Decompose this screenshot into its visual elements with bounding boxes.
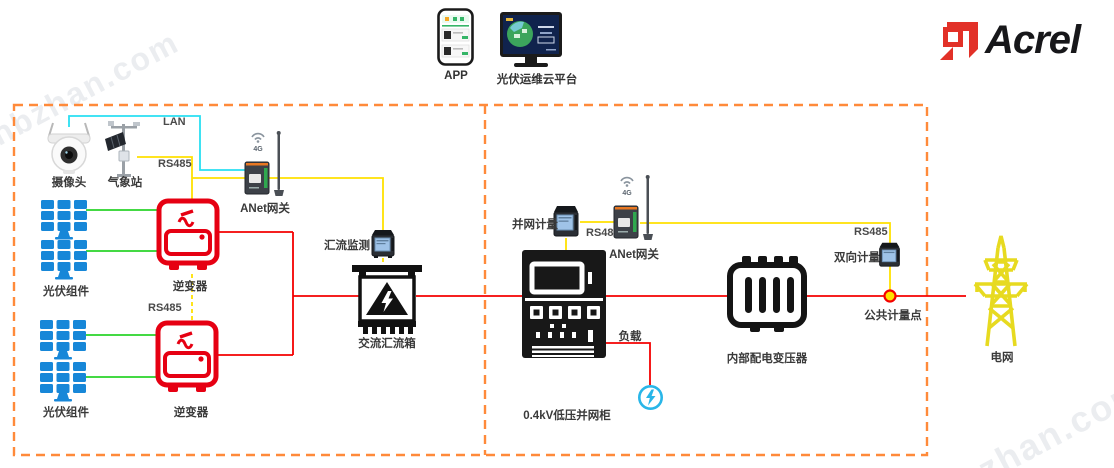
metering-point-dot (883, 289, 897, 303)
pv-array-bottom-label: 光伏组件 (43, 407, 89, 419)
transformer-label: 内部配电变压器 (726, 353, 808, 365)
svg-text:4G: 4G (253, 146, 263, 153)
cabinet-icon (522, 250, 606, 358)
gateway-1: 4G (243, 128, 285, 200)
grid-label: 电网 (990, 352, 1014, 364)
combiner-meter (368, 228, 398, 258)
gateway-icon: 4G (244, 131, 284, 196)
camera-icon (47, 122, 91, 174)
ac-line (216, 231, 360, 356)
inverter-1-label: 逆变器 (172, 281, 208, 293)
pv-array-top-label: 光伏组件 (43, 286, 89, 298)
monitor-icon (500, 12, 562, 67)
svg-text:4G: 4G (622, 190, 632, 197)
camera (40, 120, 98, 178)
cloud-platform-monitor (500, 12, 564, 70)
app-label: APP (444, 70, 468, 82)
phone-icon (437, 8, 474, 66)
inverter-1 (156, 198, 220, 276)
rs485-line (137, 156, 193, 202)
pv-panel (40, 362, 86, 402)
combiner-box-icon (352, 265, 422, 334)
grid-cabinet (522, 250, 606, 358)
bidirectional-meter (876, 241, 903, 268)
lan-line (68, 115, 246, 171)
transformer (722, 250, 812, 338)
pv-panel (41, 240, 87, 280)
acrel-logo-icon (940, 21, 978, 60)
transformer-icon (727, 256, 807, 332)
weather-station-label: 气象站 (107, 177, 143, 189)
weather-station-icon (105, 121, 140, 177)
combiner-box-label: 交流汇流箱 (358, 338, 416, 350)
inverter-icon (155, 320, 219, 392)
meter-icon (553, 206, 579, 237)
load (637, 384, 664, 411)
inverter-2-label: 逆变器 (173, 407, 209, 419)
rs485-label: RS485 (854, 226, 888, 238)
gateway-icon: 4G (613, 175, 653, 240)
meter-icon (879, 242, 900, 267)
combiner-meter-label: 汇流监测 (324, 240, 370, 252)
bidirectional-meter-label: 双向计量 (834, 252, 880, 264)
pv-panel (40, 320, 86, 360)
rs485-label: RS485 (158, 158, 192, 170)
tower-icon (973, 235, 1029, 347)
inverter-icon (156, 198, 220, 270)
zone-border (12, 103, 929, 457)
gateway-1-label: ANet网关 (240, 203, 290, 215)
meter-icon (371, 230, 395, 258)
rs485-line (640, 222, 891, 292)
grid-tower (963, 232, 1039, 348)
load-label: 负载 (618, 331, 642, 343)
rs485-label: RS485 (586, 227, 620, 239)
camera-label: 摄像头 (51, 177, 87, 189)
load-line (606, 342, 651, 385)
dc-line (86, 209, 158, 378)
pv-panel (41, 200, 87, 240)
inverter-2 (155, 320, 219, 398)
grid-meter-label: 并网计量 (512, 219, 558, 231)
combiner-box (352, 263, 422, 335)
weather-station (103, 118, 145, 180)
brand-logo: Acrel (937, 18, 1081, 63)
rs485-label: RS485 (148, 302, 182, 314)
cloud-platform-label: 光伏运维云平台 (496, 74, 578, 86)
load-icon (638, 385, 663, 410)
gateway-2-label: ANet网关 (609, 249, 659, 261)
metering-point-label: 公共计量点 (864, 310, 922, 322)
gateway-2: 4G (612, 172, 654, 244)
app-phone (437, 8, 474, 66)
grid-meter (550, 204, 582, 238)
pv-panel-icon (41, 200, 87, 240)
brand-name: Acrel (985, 18, 1081, 62)
lan-label: LAN (163, 116, 186, 128)
cabinet-label: 0.4kV低压并网柜 (523, 410, 611, 422)
